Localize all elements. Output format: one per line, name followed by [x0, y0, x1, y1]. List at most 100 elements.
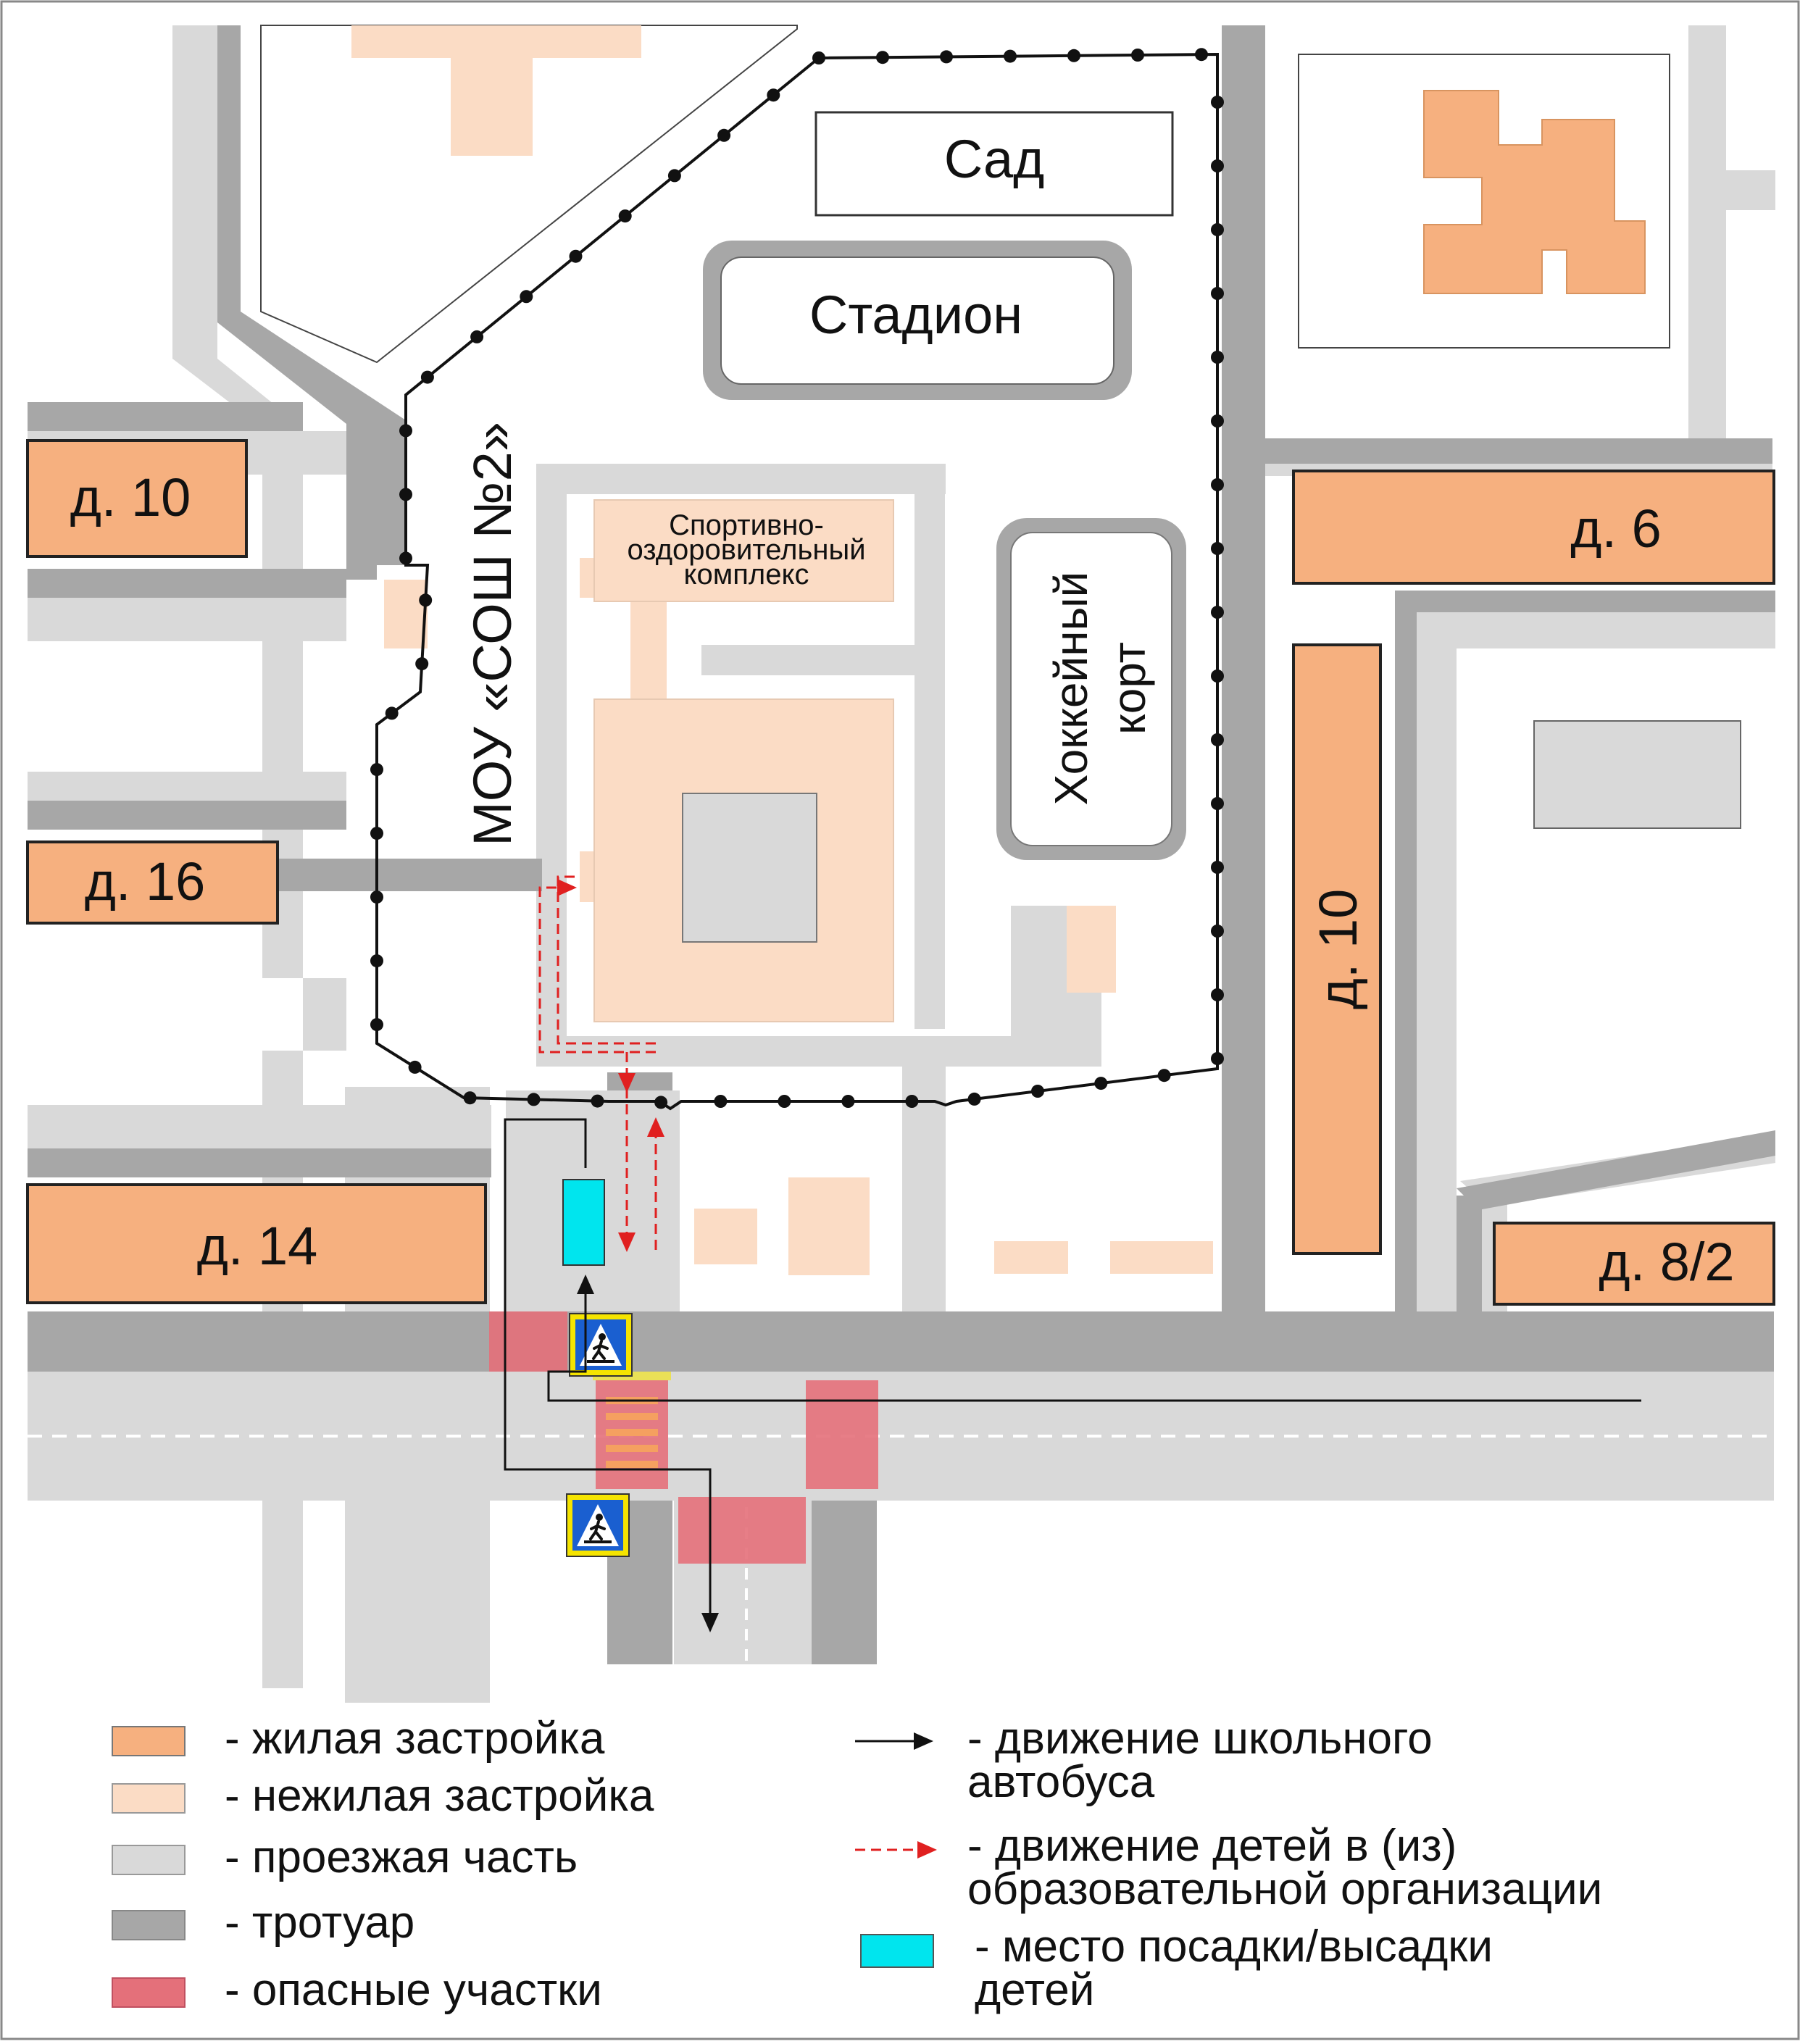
fence-dot — [399, 424, 412, 438]
legend-children-1: - движение детей в (из) — [967, 1821, 1457, 1871]
residential-buildings — [26, 439, 1775, 1306]
fence-dot — [1157, 1069, 1171, 1083]
legend-roadway: - проезжая часть — [225, 1832, 578, 1882]
fence-dot — [569, 249, 583, 263]
fence-dot — [408, 1060, 422, 1074]
fence-dot — [1211, 159, 1224, 172]
fence-dot — [905, 1095, 919, 1108]
school-label: МОУ «СОШ №2» — [462, 422, 522, 846]
fence-dot — [591, 1094, 604, 1108]
school-fence — [375, 52, 1219, 1111]
fence-dot — [415, 657, 429, 671]
hockey-label-1: Хоккейный — [1045, 572, 1097, 806]
courtyard — [682, 793, 817, 943]
fence-dot — [1211, 1052, 1224, 1065]
house-d16: д. 16 — [85, 851, 206, 912]
fence-dot — [399, 488, 412, 501]
legend-danger: - опасные участки — [225, 1965, 602, 2015]
fence-dot — [420, 370, 434, 384]
fence-dot — [778, 1095, 791, 1108]
fence-dots — [370, 48, 1224, 1109]
fence-dot — [967, 1092, 981, 1106]
legend-stop-2: детей — [975, 1965, 1094, 2015]
legend-nonresidential: - нежилая застройка — [225, 1771, 654, 1821]
fence-dot — [812, 51, 825, 64]
legend-swatch-nonresidential — [112, 1783, 186, 1814]
sports-complex-label-1: Спортивно- — [669, 509, 824, 541]
fence-dot — [385, 706, 399, 720]
fence-dot — [463, 1091, 477, 1105]
fence-dot — [1211, 988, 1224, 1001]
legend-residential: - жилая застройка — [225, 1714, 605, 1764]
bus-route-line — [547, 1275, 1641, 1402]
fence-dot — [399, 551, 412, 565]
house-d10-left: д. 10 — [70, 467, 191, 527]
sports-complex-label-3: комплекс — [684, 559, 809, 591]
hockey-label-2: корт — [1103, 642, 1155, 735]
garden — [814, 111, 1174, 217]
fence-dot — [1004, 49, 1017, 63]
fence-dot — [1211, 351, 1224, 364]
fence-dot — [1067, 49, 1080, 62]
plot-upper-left — [260, 25, 798, 364]
fence-dot — [1211, 287, 1224, 300]
sports-complex-label-2: оздоровительный — [627, 534, 865, 566]
children-route-in-2 — [557, 875, 656, 1045]
stadium-field — [720, 256, 1114, 385]
nonresidential-buildings — [351, 25, 1213, 1275]
bus-route-line-2 — [504, 1118, 719, 1632]
bus-stop-place — [562, 1179, 605, 1266]
fence-dot — [841, 1095, 855, 1108]
legend-swatch-danger — [112, 1977, 186, 2008]
children-route-in — [538, 879, 656, 1054]
legend-stop-1: - место посадки/высадки — [975, 1922, 1493, 1972]
legend: - жилая застройка - нежилая застройка - … — [112, 1714, 1602, 2015]
legend-bus-1: - движение школьного — [967, 1714, 1433, 1764]
fence-dot — [527, 1093, 541, 1106]
fence-dot — [940, 50, 953, 64]
fence-dot — [419, 593, 433, 607]
fence-dot — [1211, 733, 1224, 746]
building-outlines — [593, 499, 894, 1022]
fence-dot — [667, 169, 681, 183]
fence-dot — [370, 890, 383, 904]
legend-sidewalk: - тротуар — [225, 1898, 414, 1948]
fence-dot — [1131, 49, 1144, 62]
fence-dot — [767, 88, 780, 102]
fence-dot — [1094, 1077, 1108, 1090]
legend-swatch-sidewalk — [112, 1910, 186, 1940]
house-d6: д. 6 — [1570, 499, 1661, 559]
fence-dot — [470, 330, 484, 343]
fence-dot — [1031, 1085, 1044, 1098]
fence-dot — [1211, 223, 1224, 236]
fence-dot — [1195, 48, 1208, 62]
fence-dot — [654, 1096, 668, 1109]
house-d14: д. 14 — [197, 1216, 318, 1276]
legend-swatch-roadway — [112, 1845, 186, 1875]
fence-dot — [717, 128, 731, 142]
fence-dot — [1211, 414, 1224, 427]
stadium-label: Стадион — [809, 285, 1022, 345]
fence-dot — [1211, 606, 1224, 619]
residential-building-cross — [1423, 90, 1646, 294]
fence-dot — [1211, 797, 1224, 810]
fence-dot — [370, 1018, 383, 1032]
garden-label: Сад — [944, 129, 1045, 189]
hockey-rink — [1010, 532, 1172, 846]
fence-dot — [520, 290, 533, 304]
grey-block — [1533, 720, 1741, 829]
fence-dot — [1211, 669, 1224, 683]
fence-dot — [1211, 542, 1224, 555]
fence-dot — [1211, 96, 1224, 109]
house-d82: д. 8/2 — [1599, 1232, 1734, 1292]
fence-dot — [1211, 478, 1224, 491]
fence-dot — [370, 954, 383, 968]
fence-dot — [714, 1095, 728, 1108]
legend-swatch-stop — [860, 1934, 934, 1968]
house-d10-right: д. 10 — [1308, 889, 1368, 1010]
legend-children-2: образовательной организации — [967, 1864, 1602, 1914]
pedestrian-crossing-sign-icon — [565, 1493, 630, 1558]
legend-bus-2: автобуса — [967, 1757, 1155, 1807]
